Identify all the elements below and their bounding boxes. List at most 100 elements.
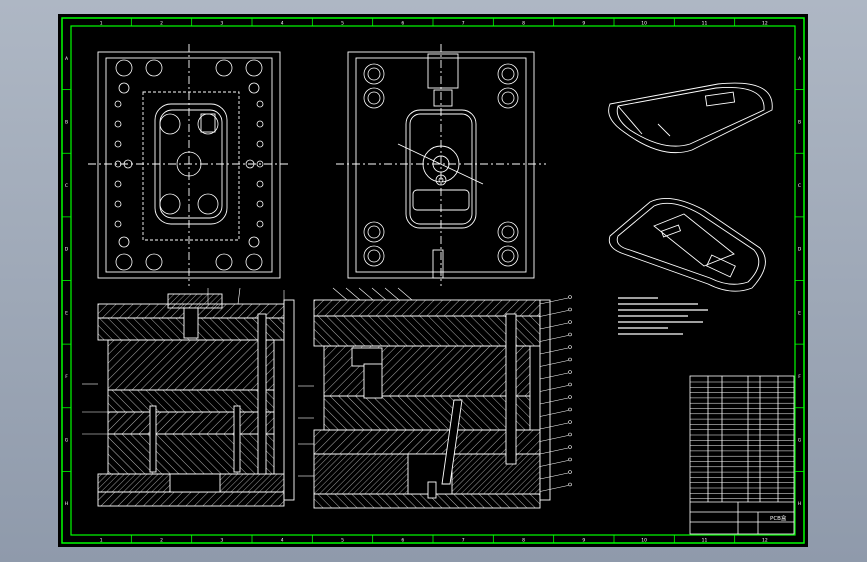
leader-balloon [568,345,572,349]
plan-hole-inner [501,67,515,81]
border-row-letter: A [65,56,69,62]
parts-list [689,375,795,535]
leader-balloon [568,470,572,474]
border-row-letter: F [65,374,68,380]
border-column-number: 9 [582,538,585,544]
plan-hole-inner [367,91,381,105]
leader-balloon [568,332,572,337]
title-block [690,501,794,534]
border-column-number: 11 [702,21,708,27]
border-column-number: 12 [762,538,768,544]
border-column-number: 8 [522,538,525,544]
plan-hole [114,100,122,108]
border-column-number: 4 [281,538,284,544]
plan-hole [256,160,264,168]
border-row-letter: D [65,247,69,253]
leader-balloon [568,382,572,387]
border-column-number: 7 [462,21,465,27]
border-column-number: 1 [100,21,103,27]
leader-line [539,422,569,430]
leader-line [397,287,413,301]
plan-hole [256,140,264,148]
product-iso-view-top [608,82,773,154]
plan-view-right [336,44,546,286]
leader-line [539,322,569,330]
plan-hole [256,120,264,128]
plan-hole [145,59,163,77]
border-column-number: 1 [100,538,103,544]
border-column-number: 12 [762,21,768,27]
leader-line [384,287,400,301]
leader-lines [82,287,572,492]
plan-hole [256,220,264,228]
leader-line [539,485,569,492]
border-row-letter: G [798,438,802,444]
plan-hole [245,159,255,169]
plan-hole-inner [438,177,444,183]
border-row-letter: D [798,247,802,253]
plan-hole [197,113,219,135]
leader-line [539,472,569,480]
plan-hole [363,87,385,109]
border-column-number: 2 [160,21,163,27]
leader-balloon [568,420,572,424]
plan-hole [497,63,519,85]
leader-balloon [568,445,572,449]
leader-line [332,287,348,301]
plan-hole [114,160,122,168]
border-row-letter: H [798,501,801,507]
border-column-number: 3 [220,538,223,544]
plan-hole [248,82,260,94]
leader-line [539,397,569,405]
plan-hole [114,180,122,188]
plan-left-holes [114,59,264,271]
border-column-number: 10 [641,538,647,544]
leader-balloon [568,395,572,399]
leader-line [539,297,569,305]
plan-right-holes [363,63,519,267]
border-column-number: 4 [281,21,284,27]
plan-hole [115,253,133,271]
plan-hole-inner [501,91,515,105]
leader-line [539,360,569,367]
leader-balloon [568,295,572,299]
parts-list-rows [690,381,794,499]
border-column-number: 6 [401,21,404,27]
plan-hole [114,200,122,208]
section-view-left [97,293,295,507]
leader-line [539,410,569,417]
border-row-letter: H [65,501,68,507]
leader-balloon [568,407,572,412]
border-column-number: 3 [220,21,223,27]
plan-hole [245,253,263,271]
leader-balloon [568,357,572,362]
plan-hole [197,193,219,215]
leader-line [371,287,387,301]
border-column-number: 5 [341,21,344,27]
plan-hole [215,253,233,271]
plan-hole [497,221,519,243]
border-row-letter: C [798,183,801,189]
border-row-letter: E [798,310,801,316]
leader-line [539,335,569,342]
leader-balloon [568,457,572,462]
border-row-letter: E [65,310,68,316]
plan-hole [248,236,260,248]
plan-hole [145,253,163,271]
technical-notes [618,297,708,335]
plan-hole [256,100,264,108]
leader-line [539,372,569,380]
border-column-number: 7 [462,538,465,544]
border-column-number: 8 [522,21,525,27]
border-column-number: 9 [582,21,585,27]
border-row-letter: B [65,119,68,125]
leader-line [539,435,569,442]
border-column-number: 6 [401,538,404,544]
plan-hole [215,59,233,77]
leader-line [539,310,569,317]
plan-hole [115,59,133,77]
plan-hole-inner [367,67,381,81]
leader-line [539,447,569,455]
